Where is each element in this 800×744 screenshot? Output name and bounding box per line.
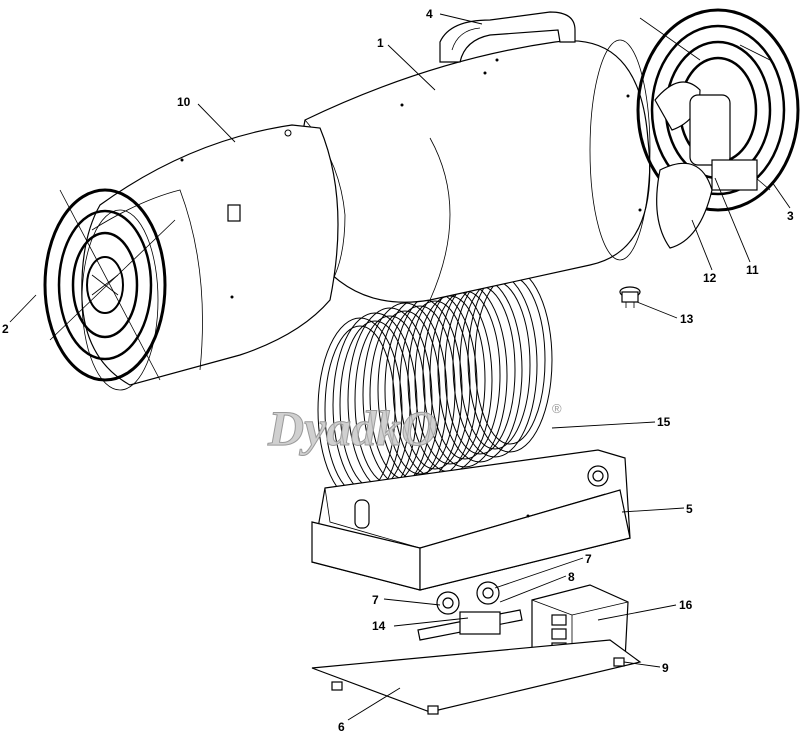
bottom-plate bbox=[311, 639, 642, 715]
callout-1: 1 bbox=[377, 36, 384, 50]
callout-14: 14 bbox=[372, 619, 386, 633]
watermark-text: DyadkO bbox=[267, 400, 437, 456]
main-cylinder bbox=[299, 39, 651, 303]
switch-assembly bbox=[417, 581, 523, 641]
callout-6: 6 bbox=[338, 720, 345, 734]
front-cylinder bbox=[81, 124, 339, 391]
callout-7-right: 7 bbox=[585, 552, 592, 566]
callout-4: 4 bbox=[426, 7, 433, 21]
callout-16: 16 bbox=[679, 598, 693, 612]
registered-mark: ® bbox=[552, 401, 562, 416]
leader-lines bbox=[9, 13, 791, 721]
fan-and-motor bbox=[654, 81, 758, 249]
callout-3: 3 bbox=[787, 209, 794, 223]
callout-13: 13 bbox=[680, 312, 694, 326]
callout-labels: 1 2 3 4 5 6 7 7 8 9 10 11 12 13 14 15 16 bbox=[2, 7, 794, 734]
watermark: DyadkO ® bbox=[267, 400, 563, 457]
callout-5: 5 bbox=[686, 502, 693, 516]
carry-handle bbox=[439, 11, 576, 63]
base-housing bbox=[311, 449, 631, 591]
callout-9: 9 bbox=[662, 661, 669, 675]
callout-8: 8 bbox=[568, 570, 575, 584]
callout-15: 15 bbox=[657, 415, 671, 429]
callout-10: 10 bbox=[177, 95, 191, 109]
callout-11: 11 bbox=[746, 263, 759, 277]
front-grille bbox=[43, 188, 176, 382]
thermostat bbox=[619, 286, 641, 308]
callout-12: 12 bbox=[703, 271, 717, 285]
callout-2: 2 bbox=[2, 322, 9, 336]
callout-7-left: 7 bbox=[372, 593, 379, 607]
